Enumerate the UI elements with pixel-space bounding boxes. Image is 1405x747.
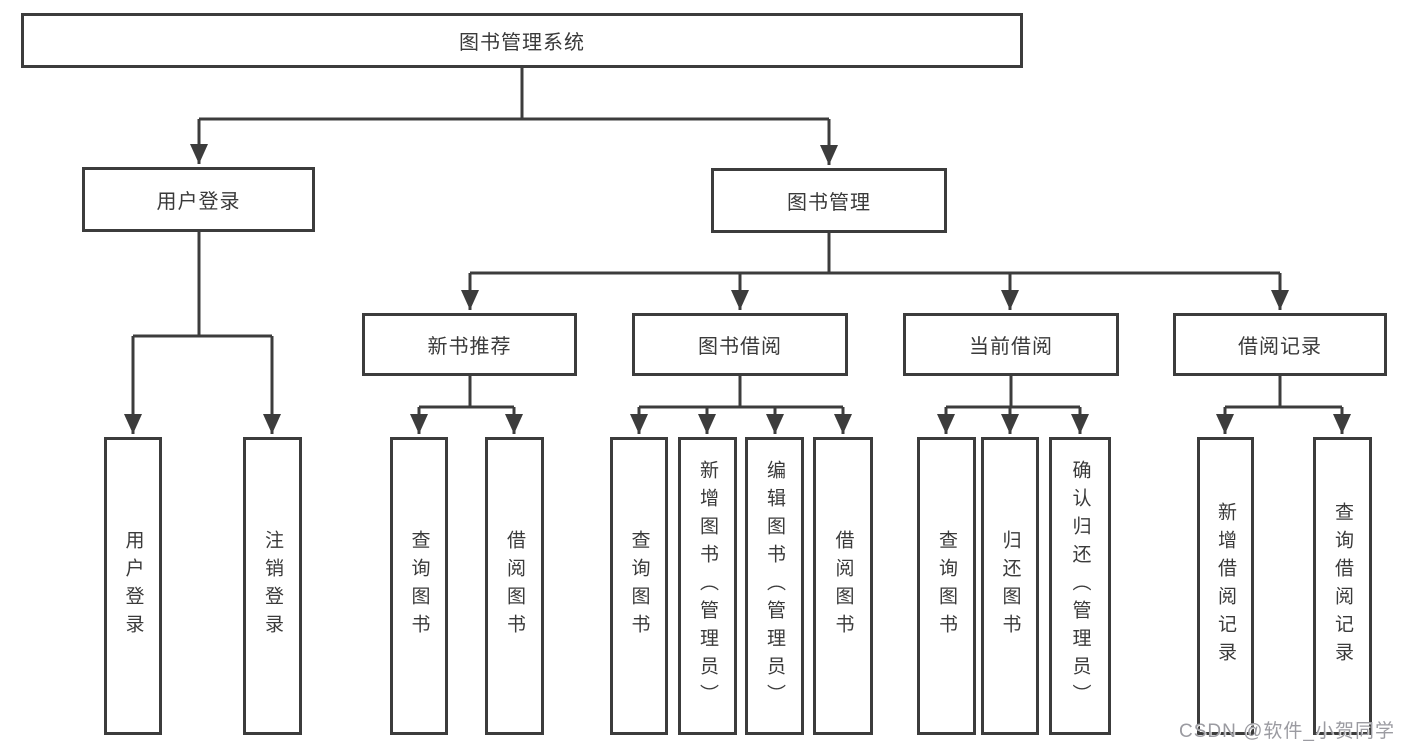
leaf-logout-label: 注销登录	[262, 530, 283, 642]
node-book-borrow: 图书借阅	[632, 313, 848, 376]
node-borrow-record: 借阅记录	[1173, 313, 1387, 376]
leaf-query-book-borrow: 查询图书	[610, 437, 668, 735]
leaf-query-borrow-record-label: 查询借阅记录	[1332, 502, 1353, 670]
leaf-query-book-borrow-label: 查询图书	[628, 530, 650, 642]
leaf-logout: 注销登录	[243, 437, 302, 735]
leaf-query-book-current: 查询图书	[917, 437, 976, 735]
leaf-borrow-book-label: 借阅图书	[832, 530, 854, 642]
node-book-management: 图书管理	[711, 168, 947, 233]
node-new-book-recommend: 新书推荐	[362, 313, 577, 376]
leaf-user-login-label: 用户登录	[122, 530, 144, 642]
leaf-query-borrow-record: 查询借阅记录	[1313, 437, 1372, 735]
leaf-borrow-book-recommend: 借阅图书	[485, 437, 544, 735]
leaf-query-book-recommend-label: 查询图书	[408, 530, 430, 642]
leaf-borrow-book-recommend-label: 借阅图书	[504, 530, 525, 642]
leaf-return-book-label: 归还图书	[999, 530, 1021, 642]
leaf-add-borrow-record-label: 新增借阅记录	[1215, 502, 1236, 670]
leaf-confirm-return-admin-label: 确认归还（管理员）	[1069, 460, 1091, 712]
leaf-borrow-book: 借阅图书	[813, 437, 873, 735]
node-root-library-system: 图书管理系统	[21, 13, 1023, 68]
csdn-watermark: CSDN @软件_小贺同学	[1179, 721, 1395, 742]
leaf-confirm-return-admin: 确认归还（管理员）	[1049, 437, 1111, 735]
leaf-add-borrow-record: 新增借阅记录	[1197, 437, 1254, 735]
connector-stems	[133, 68, 1342, 409]
node-current-borrow: 当前借阅	[903, 313, 1119, 376]
leaf-edit-book-admin-label: 编辑图书（管理员）	[764, 460, 785, 712]
node-user-login: 用户登录	[82, 167, 315, 232]
leaf-add-book-admin-label: 新增图书（管理员）	[697, 460, 718, 712]
leaf-edit-book-admin: 编辑图书（管理员）	[745, 437, 804, 735]
leaf-return-book: 归还图书	[981, 437, 1039, 735]
leaf-query-book-recommend: 查询图书	[390, 437, 448, 735]
leaf-user-login: 用户登录	[104, 437, 162, 735]
leaf-add-book-admin: 新增图书（管理员）	[678, 437, 737, 735]
leaf-query-book-current-label: 查询图书	[936, 530, 957, 642]
